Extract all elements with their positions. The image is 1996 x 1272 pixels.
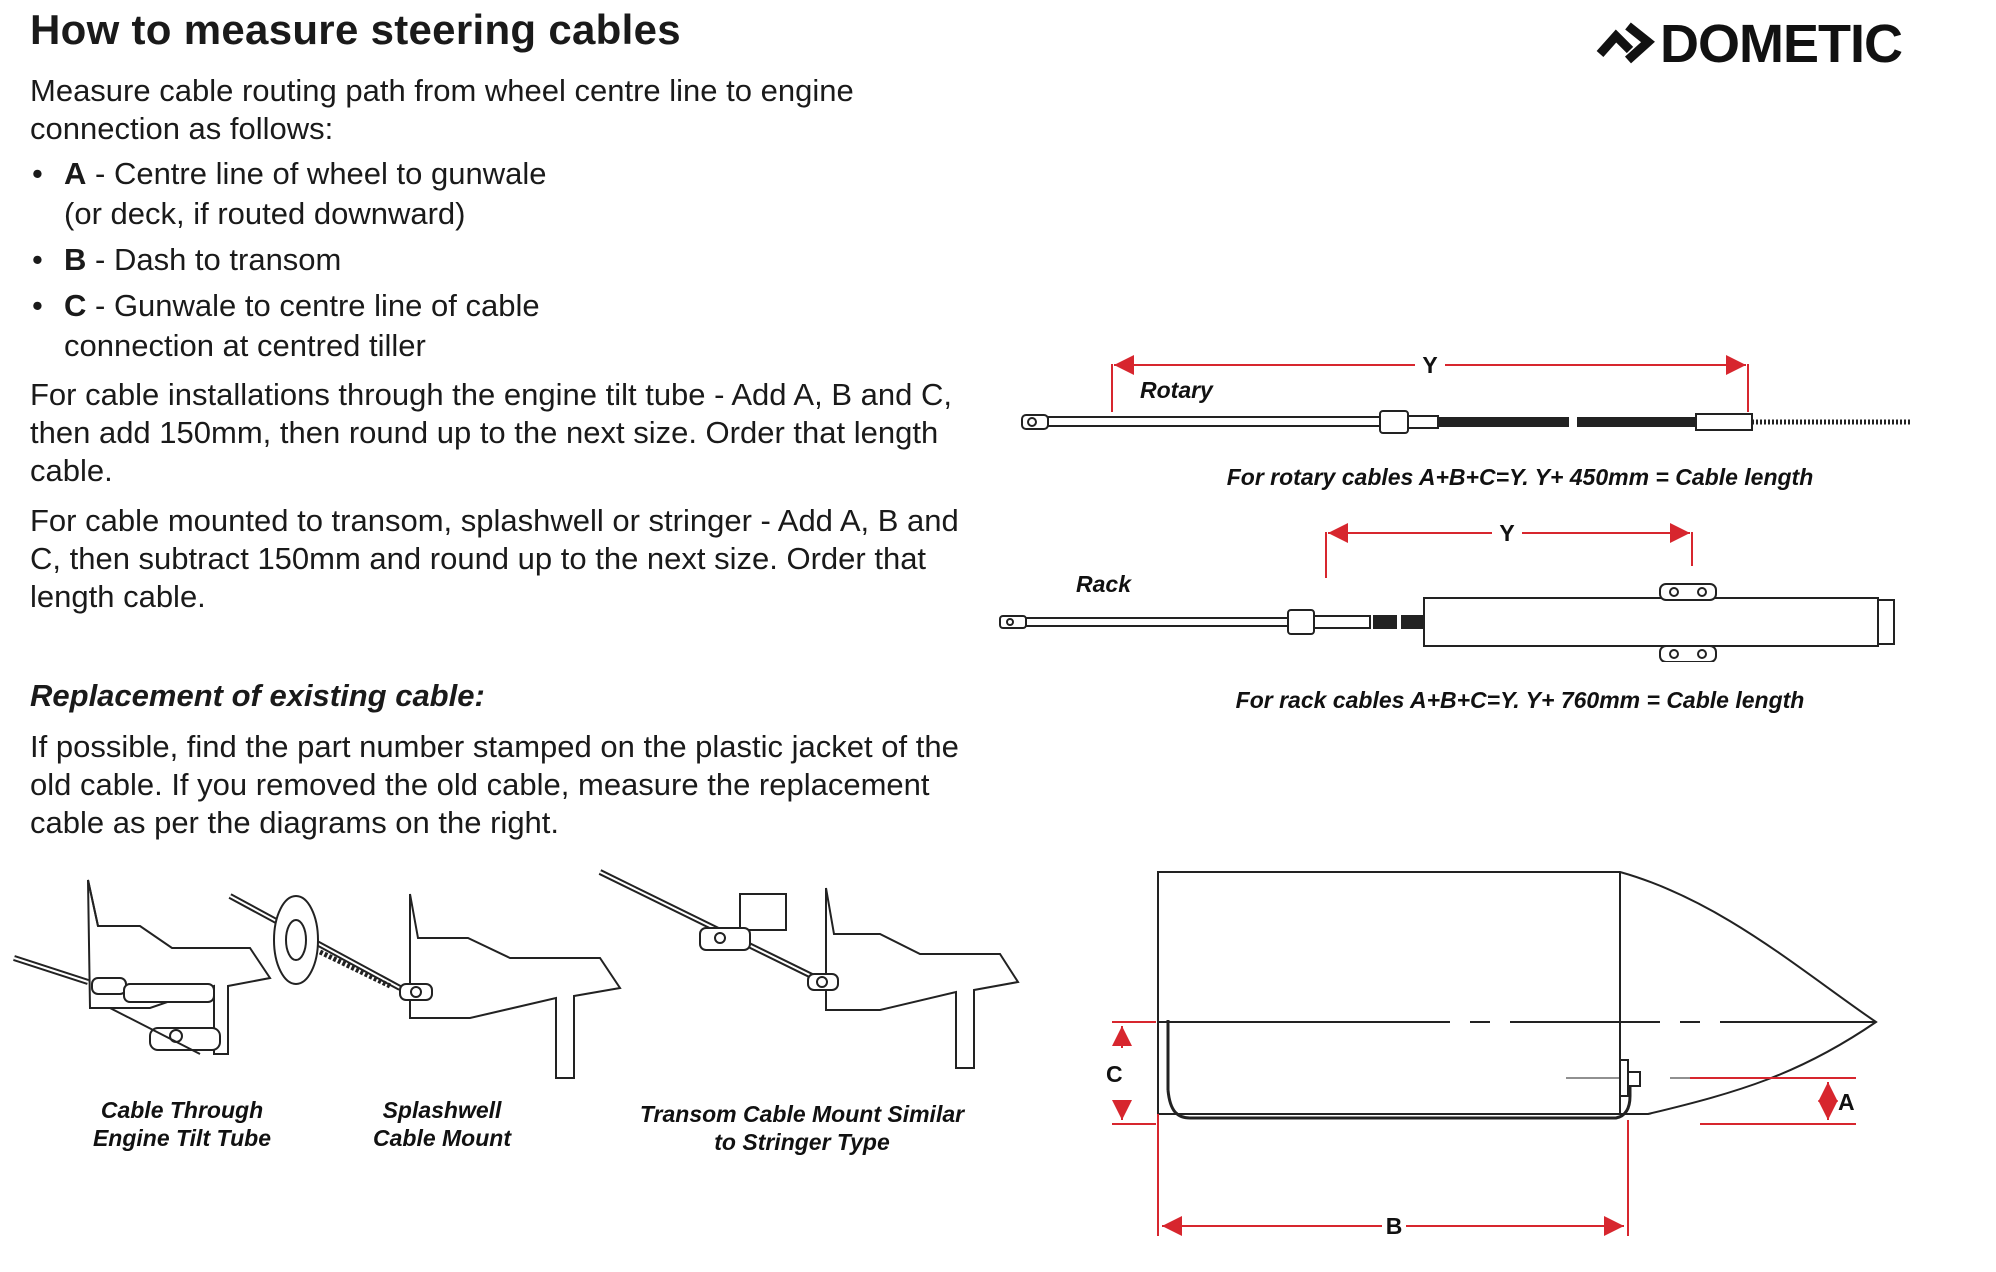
dometic-wordmark: DOMETIC: [1660, 14, 1902, 74]
rack-label: Rack: [1076, 571, 1132, 597]
boat-dimension-diagram: C A B: [1106, 871, 1878, 1239]
rotary-dim-label: Y: [1422, 352, 1437, 378]
intro-text: Measure cable routing path from wheel ce…: [30, 73, 854, 146]
measurement-a: A - Centre line of wheel to gunwale (or d…: [30, 154, 930, 234]
transom-caption-line2: to Stringer Type: [714, 1129, 890, 1155]
installation-illustrations: Cable Through Engine Tilt Tube Splashwel…: [13, 869, 1020, 1155]
measurement-text: - Gunwale to centre line of cable: [86, 288, 540, 323]
measurement-subtext: (or deck, if routed downward): [64, 196, 466, 231]
page-title: How to measure steering cables: [30, 6, 681, 53]
replacement-heading: Replacement of existing cable:: [30, 678, 485, 713]
replacement-text: If possible, find the part number stampe…: [30, 729, 959, 840]
rotary-cable-diagram: Rotary Y: [1021, 352, 1912, 434]
measurement-subtext: connection at centred tiller: [64, 328, 426, 363]
rack-caption: For rack cables A+B+C=Y. Y+ 760mm = Cabl…: [1235, 687, 1805, 713]
dim-c-label: C: [1106, 1061, 1123, 1087]
steering-cable-route: [1166, 1020, 1641, 1120]
dim-b-label: B: [1386, 1213, 1403, 1239]
rack-dim-label: Y: [1499, 520, 1514, 546]
measurement-letter: C: [64, 288, 87, 323]
dometic-mark-icon: [1596, 22, 1655, 64]
transom-instruction: For cable mounted to transom, splashwell…: [30, 503, 959, 614]
dometic-logo: DOMETIC: [1596, 14, 1903, 74]
rotary-caption: For rotary cables A+B+C=Y. Y+ 450mm = Ca…: [1226, 464, 1814, 490]
measurement-letter: A: [64, 156, 87, 191]
measurement-text: - Dash to transom: [86, 242, 342, 277]
splashwell-caption-line2: Cable Mount: [373, 1125, 512, 1151]
rack-cable-diagram: Rack Y: [999, 520, 1895, 662]
rotary-cable-drawing: [1021, 410, 1912, 434]
measurement-list: A - Centre line of wheel to gunwale (or d…: [30, 154, 930, 372]
rack-cable-drawing: [999, 583, 1895, 662]
tilt-tube-caption-line1: Cable Through: [101, 1097, 263, 1123]
tilt-tube-caption-line2: Engine Tilt Tube: [93, 1125, 271, 1151]
tilt-tube-instruction: For cable installations through the engi…: [30, 377, 952, 488]
measurement-text: - Centre line of wheel to gunwale: [86, 156, 547, 191]
measurement-letter: B: [64, 242, 87, 277]
measurement-c: C - Gunwale to centre line of cable conne…: [30, 286, 930, 366]
tilt-tube-illustration: [13, 879, 272, 1055]
splashwell-caption-line1: Splashwell: [383, 1097, 502, 1123]
measurement-b: B - Dash to transom: [30, 240, 930, 280]
transom-illustration: [598, 869, 1020, 1069]
splashwell-illustration: [228, 893, 622, 1079]
transom-caption-line1: Transom Cable Mount Similar: [640, 1101, 965, 1127]
rotary-label: Rotary: [1140, 377, 1214, 403]
dim-a-label: A: [1838, 1089, 1855, 1115]
boat-outline: [1157, 871, 1878, 1115]
